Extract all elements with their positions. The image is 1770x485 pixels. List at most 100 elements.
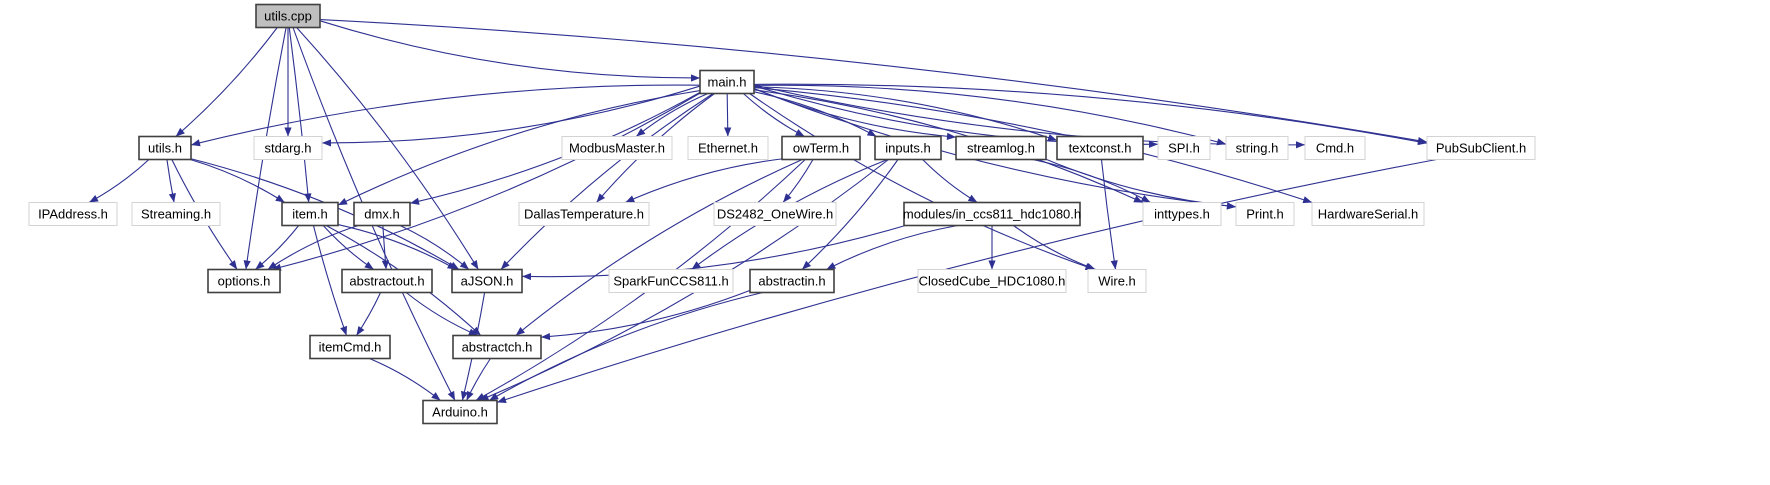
node-utils_h[interactable]: utils.h: [138, 135, 192, 161]
node-box[interactable]: [1235, 202, 1295, 226]
node-box[interactable]: [917, 269, 1067, 293]
edge-arrowhead: [500, 260, 510, 270]
edge-arrowhead: [460, 390, 468, 401]
node-box[interactable]: [422, 399, 498, 425]
node-aJSON_h[interactable]: aJSON.h: [451, 268, 523, 294]
node-Wire_h[interactable]: Wire.h: [1087, 269, 1147, 293]
edge-arrowhead: [783, 193, 792, 203]
node-abstractin_h[interactable]: abstractin.h: [749, 268, 835, 294]
node-label: DS2482_OneWire.h: [717, 206, 833, 221]
node-box[interactable]: [1157, 136, 1211, 160]
node-box[interactable]: [353, 201, 411, 227]
node-box[interactable]: [874, 135, 942, 161]
node-box[interactable]: [955, 135, 1047, 161]
node-ClosedCube_HDC1080_h[interactable]: ClosedCube_HDC1080.h: [917, 269, 1067, 293]
edge-arrowhead: [1417, 138, 1427, 146]
node-box[interactable]: [131, 202, 221, 226]
node-box[interactable]: [781, 135, 861, 161]
node-box[interactable]: [713, 202, 837, 226]
node-box[interactable]: [608, 269, 734, 293]
node-label: inttypes.h: [1154, 206, 1210, 221]
edge-arrowhead: [636, 128, 646, 137]
node-label: string.h: [1236, 140, 1279, 155]
node-PubSubClient_h[interactable]: PubSubClient.h: [1426, 136, 1536, 160]
node-HardwareSerial_h[interactable]: HardwareSerial.h: [1311, 202, 1425, 226]
node-label: abstractout.h: [349, 273, 424, 288]
edge-main_h-to-string_h: [753, 84, 1227, 145]
node-box[interactable]: [518, 202, 650, 226]
node-label: stdarg.h: [265, 140, 312, 155]
node-abstractch_h[interactable]: abstractch.h: [452, 334, 542, 360]
node-DS2482_OneWire_h[interactable]: DS2482_OneWire.h: [713, 202, 837, 226]
node-box[interactable]: [281, 201, 339, 227]
node-SPI_h[interactable]: SPI.h: [1157, 136, 1211, 160]
node-Ethernet_h[interactable]: Ethernet.h: [687, 136, 769, 160]
node-dmx_h[interactable]: dmx.h: [353, 201, 411, 227]
node-box[interactable]: [1311, 202, 1425, 226]
edge-arrowhead: [946, 132, 956, 140]
node-abstractout_h[interactable]: abstractout.h: [341, 268, 433, 294]
node-stdarg_h[interactable]: stdarg.h: [253, 136, 323, 160]
edge-arrowhead: [471, 326, 481, 336]
node-label: modules/in_ccs811_hdc1080.h: [903, 206, 1081, 221]
node-ModbusMaster_h[interactable]: ModbusMaster.h: [561, 136, 673, 160]
node-box[interactable]: [253, 136, 323, 160]
edge-utils_cpp-to-item_h: [288, 27, 310, 203]
edge-utils_h-to-item_h: [190, 158, 286, 203]
edge-arrowhead: [275, 194, 285, 203]
node-Cmd_h[interactable]: Cmd.h: [1304, 136, 1366, 160]
node-textconst_h[interactable]: textconst.h: [1056, 135, 1144, 161]
node-inttypes_h[interactable]: inttypes.h: [1142, 202, 1222, 226]
node-box[interactable]: [451, 268, 523, 294]
node-box[interactable]: [138, 135, 192, 161]
node-box[interactable]: [561, 136, 673, 160]
node-box[interactable]: [699, 69, 755, 95]
node-Streaming_h[interactable]: Streaming.h: [131, 202, 221, 226]
node-Arduino_h[interactable]: Arduino.h: [422, 399, 498, 425]
node-box[interactable]: [1087, 269, 1147, 293]
node-owTerm_h[interactable]: owTerm.h: [781, 135, 861, 161]
node-box[interactable]: [1304, 136, 1366, 160]
node-box[interactable]: [309, 334, 391, 360]
edge-utils_cpp-to-utils_h: [175, 27, 278, 137]
edge-modules_in_ccs811-to-abstractin_h: [826, 224, 958, 270]
node-box[interactable]: [903, 201, 1081, 227]
node-main_h[interactable]: main.h: [699, 69, 755, 95]
edge-arrowhead: [470, 259, 479, 270]
node-box[interactable]: [1225, 136, 1289, 160]
node-box[interactable]: [341, 268, 433, 294]
node-options_h[interactable]: options.h: [207, 268, 281, 294]
node-Print_h[interactable]: Print.h: [1235, 202, 1295, 226]
node-utils_cpp[interactable]: utils.cpp: [255, 3, 321, 29]
edge-main_h-to-inputs_h: [753, 91, 877, 137]
edge-arrowhead: [447, 261, 457, 270]
node-DallasTemperature_h[interactable]: DallasTemperature.h: [518, 202, 650, 226]
node-SparkFunCCS811_h[interactable]: SparkFunCCS811.h: [608, 269, 734, 293]
node-box[interactable]: [687, 136, 769, 160]
node-label: utils.h: [148, 140, 182, 155]
node-itemCmd_h[interactable]: itemCmd.h: [309, 334, 391, 360]
node-box[interactable]: [1142, 202, 1222, 226]
node-string_h[interactable]: string.h: [1225, 136, 1289, 160]
node-modules_in_ccs811[interactable]: modules/in_ccs811_hdc1080.h: [903, 201, 1081, 227]
node-box[interactable]: [28, 202, 118, 226]
node-streamlog_h[interactable]: streamlog.h: [955, 135, 1047, 161]
node-box[interactable]: [1426, 136, 1536, 160]
node-box[interactable]: [452, 334, 542, 360]
edge-arrowhead: [459, 260, 469, 270]
node-box[interactable]: [749, 268, 835, 294]
node-label: abstractin.h: [758, 273, 825, 288]
node-label: options.h: [218, 273, 271, 288]
node-label: dmx.h: [364, 206, 399, 221]
edge-arrowhead: [1148, 140, 1158, 148]
node-box[interactable]: [207, 268, 281, 294]
edge-arrowhead: [175, 127, 185, 137]
edge-textconst_h-to-Wire_h: [1100, 159, 1117, 270]
node-box[interactable]: [1056, 135, 1144, 161]
node-box[interactable]: [255, 3, 321, 29]
node-inputs_h[interactable]: inputs.h: [874, 135, 942, 161]
node-item_h[interactable]: item.h: [281, 201, 339, 227]
edge-main_h-to-owTerm_h: [743, 93, 805, 137]
node-IPAddress_h[interactable]: IPAddress.h: [28, 202, 118, 226]
